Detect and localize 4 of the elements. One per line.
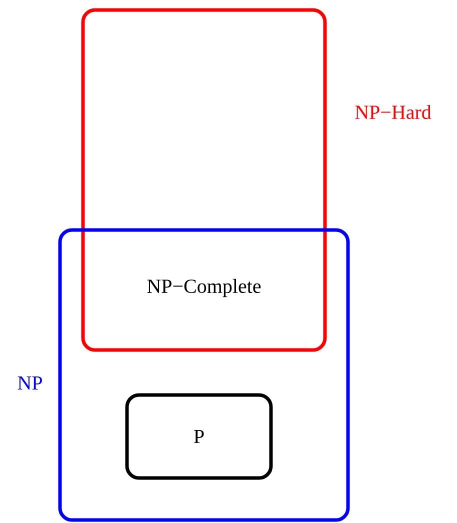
set-label: NP−Hard (355, 104, 432, 120)
region-label: NP−Complete (147, 278, 261, 298)
set-label: NP (18, 376, 42, 390)
rounded-box: P (125, 393, 273, 480)
